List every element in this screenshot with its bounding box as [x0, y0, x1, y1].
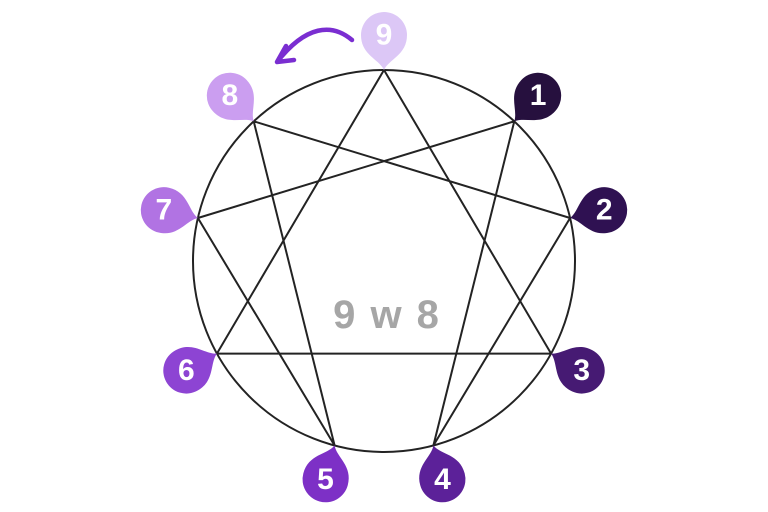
pin-number-3: 3 — [573, 354, 590, 387]
triangle-lines — [215, 69, 553, 355]
pin-number-4: 4 — [434, 463, 451, 496]
wing-arrow-icon — [274, 27, 355, 65]
enneagram-pin-7 — [140, 187, 198, 234]
pin-shape-5 — [302, 445, 349, 503]
pin-shape-1 — [514, 72, 562, 122]
pin-number-7: 7 — [155, 194, 172, 227]
enneagram-pin-9 — [361, 12, 407, 70]
enneagram-pin-3 — [551, 346, 605, 394]
pin-shape-3 — [551, 346, 605, 394]
enneagram-pin-4 — [419, 445, 466, 503]
enneagram-pin-5 — [302, 445, 349, 503]
enneagram-pin-1 — [514, 72, 562, 122]
pin-number-9: 9 — [376, 19, 393, 52]
hexad-lines — [196, 120, 572, 447]
pin-shape-2 — [570, 187, 628, 234]
enneagram-circle — [192, 69, 576, 453]
enneagram-pin-6 — [163, 346, 217, 394]
pin-number-2: 2 — [596, 194, 613, 227]
pin-number-8: 8 — [222, 79, 239, 112]
pin-shape-6 — [163, 346, 217, 394]
pin-shape-4 — [419, 445, 466, 503]
pin-number-5: 5 — [317, 463, 334, 496]
wing-label: 9 w 8 — [333, 293, 441, 337]
pin-shape-9 — [361, 12, 407, 70]
pin-shape-8 — [206, 72, 254, 122]
enneagram-pin-2 — [570, 187, 628, 234]
pin-number-1: 1 — [530, 79, 547, 112]
pin-shape-7 — [140, 187, 198, 234]
pin-number-6: 6 — [178, 354, 195, 387]
enneagram-pin-8 — [206, 72, 254, 122]
